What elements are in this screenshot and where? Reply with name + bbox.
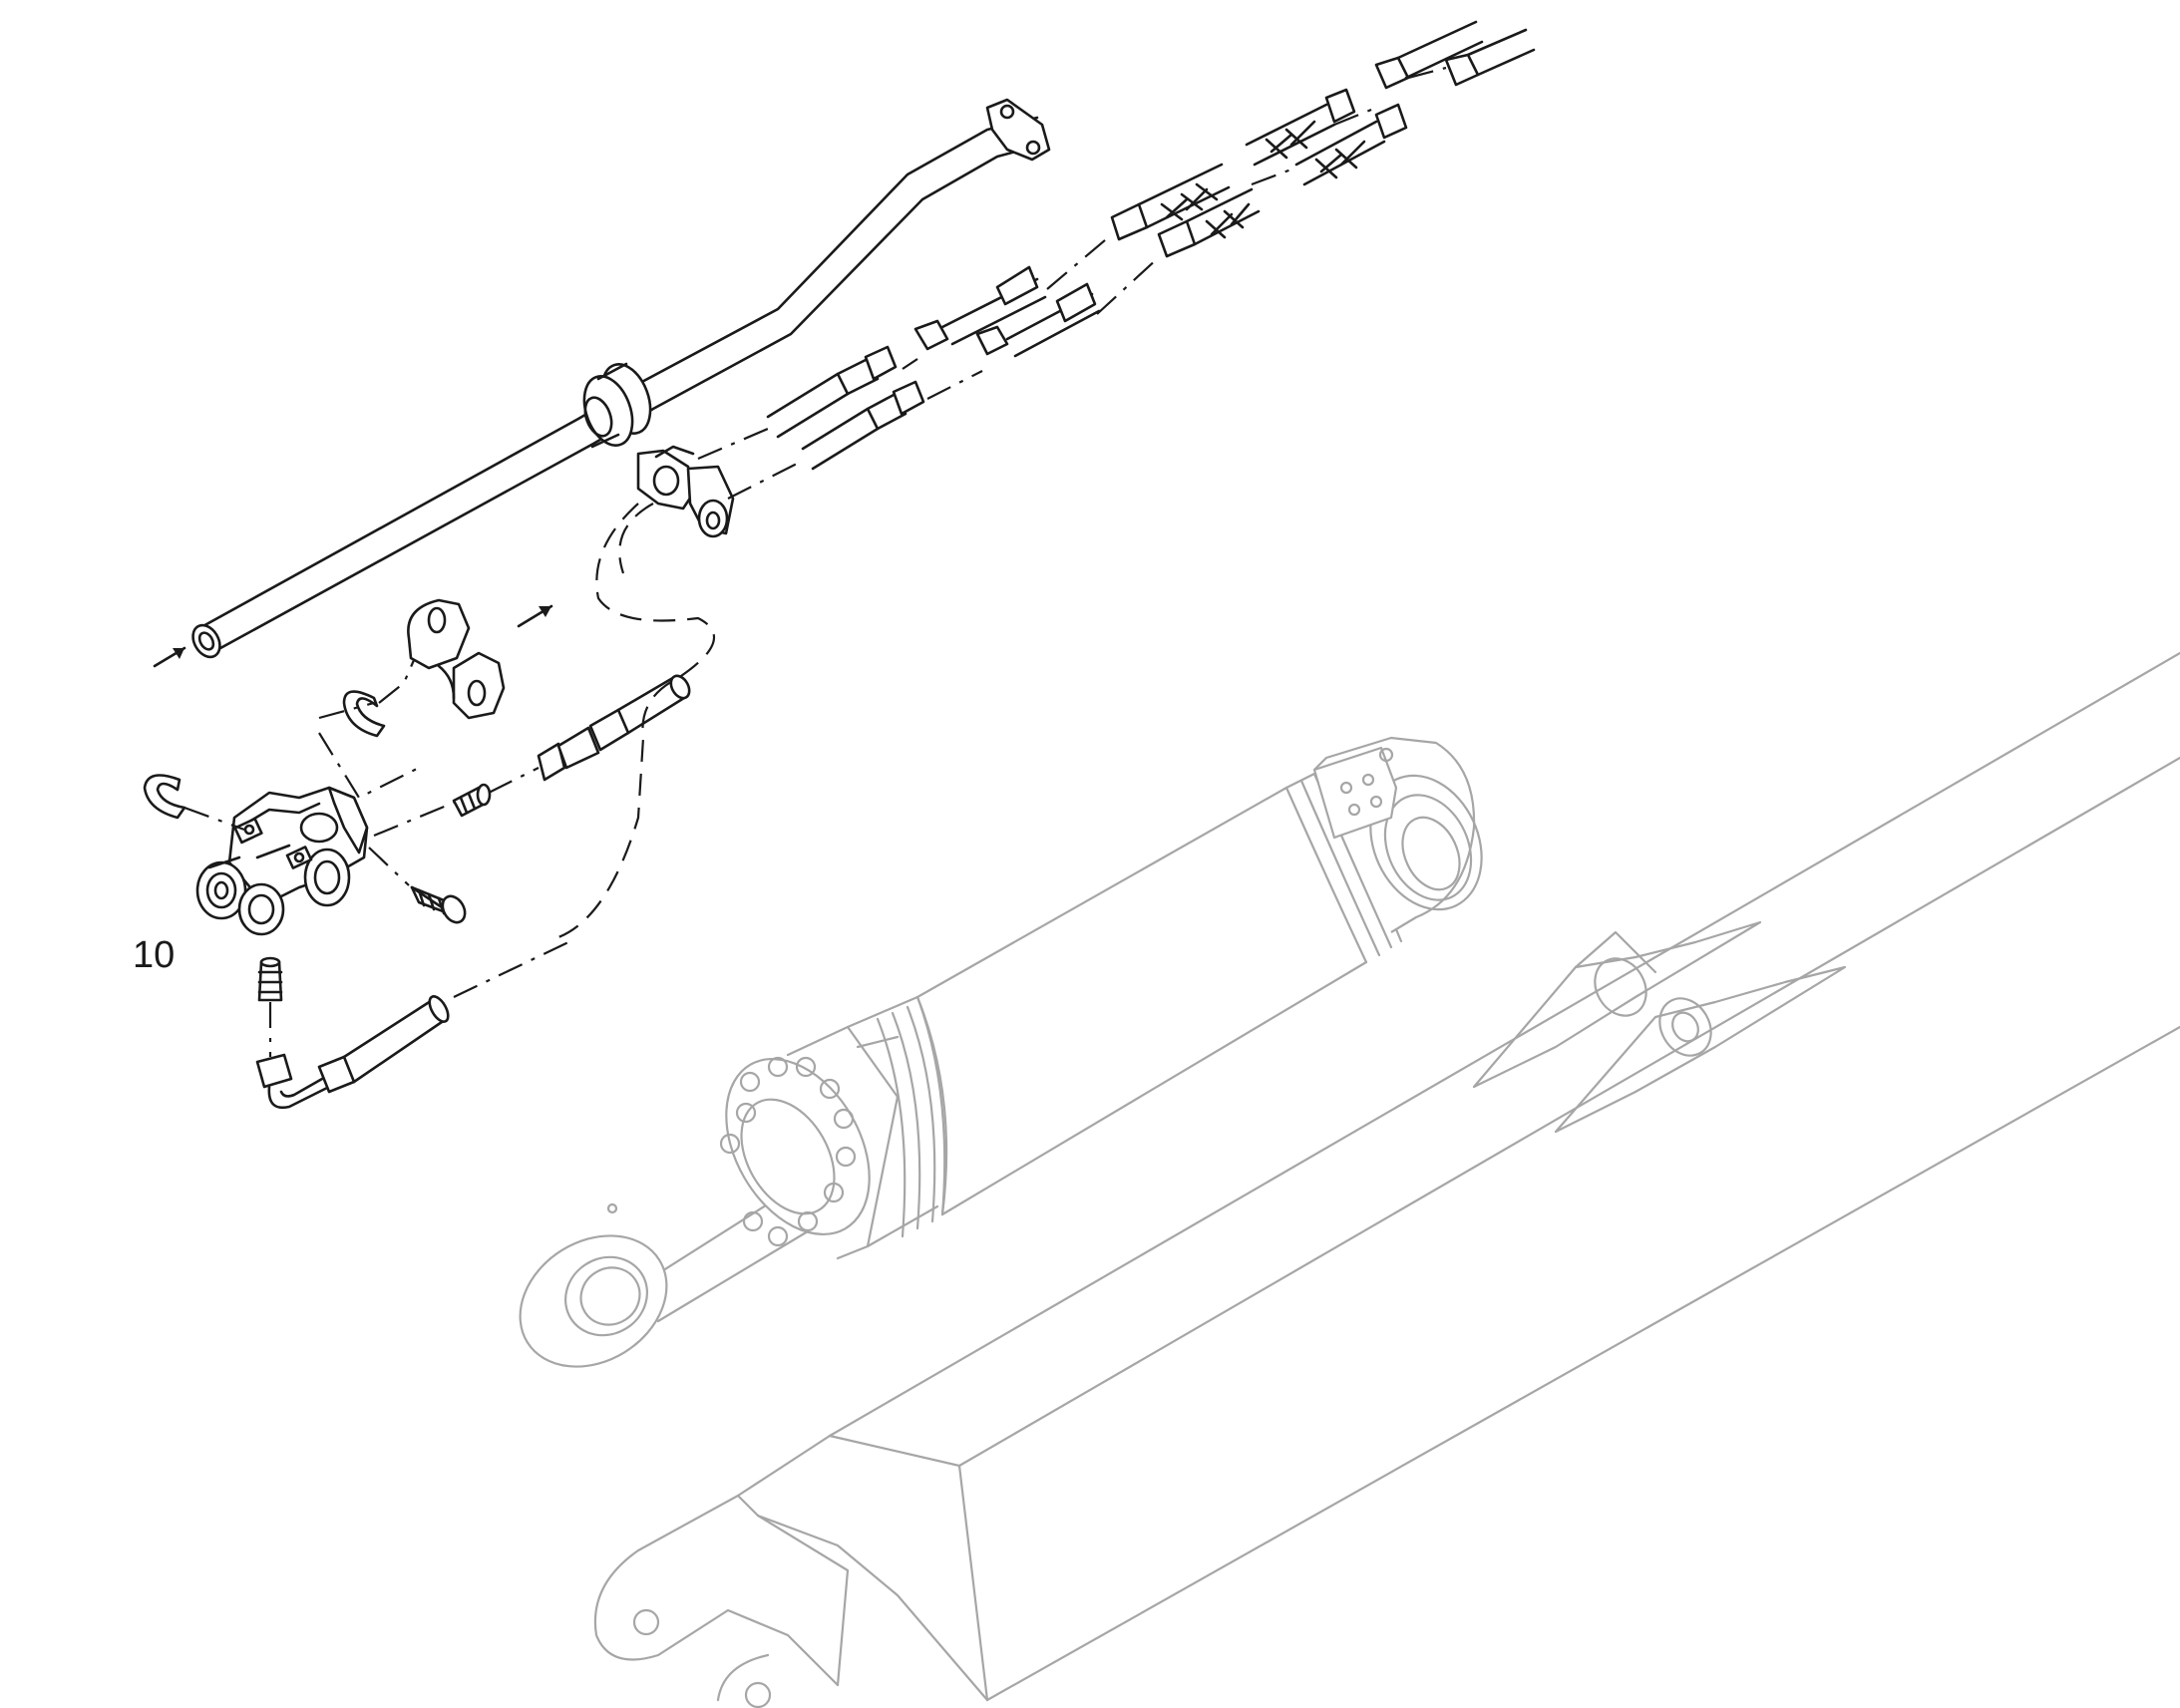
bottom-fitting [257,956,283,1002]
valve-block [195,786,369,936]
assembly-centerlines [183,66,1447,1057]
flow-arrows [153,604,553,668]
hydraulic-cylinder [519,736,1483,1368]
bottom-hose [255,995,450,1110]
middle-hose [537,674,691,782]
pipe-clamp [636,445,735,538]
steel-tube [191,98,1051,659]
upper-hoses [766,20,1536,471]
callout-item-10: 10 [133,934,175,976]
split-flange [407,598,506,720]
boom-arm [593,651,2180,1708]
adapter-fitting [452,783,492,818]
cap-screw [410,885,467,924]
boom-bracket [1472,920,1847,1134]
